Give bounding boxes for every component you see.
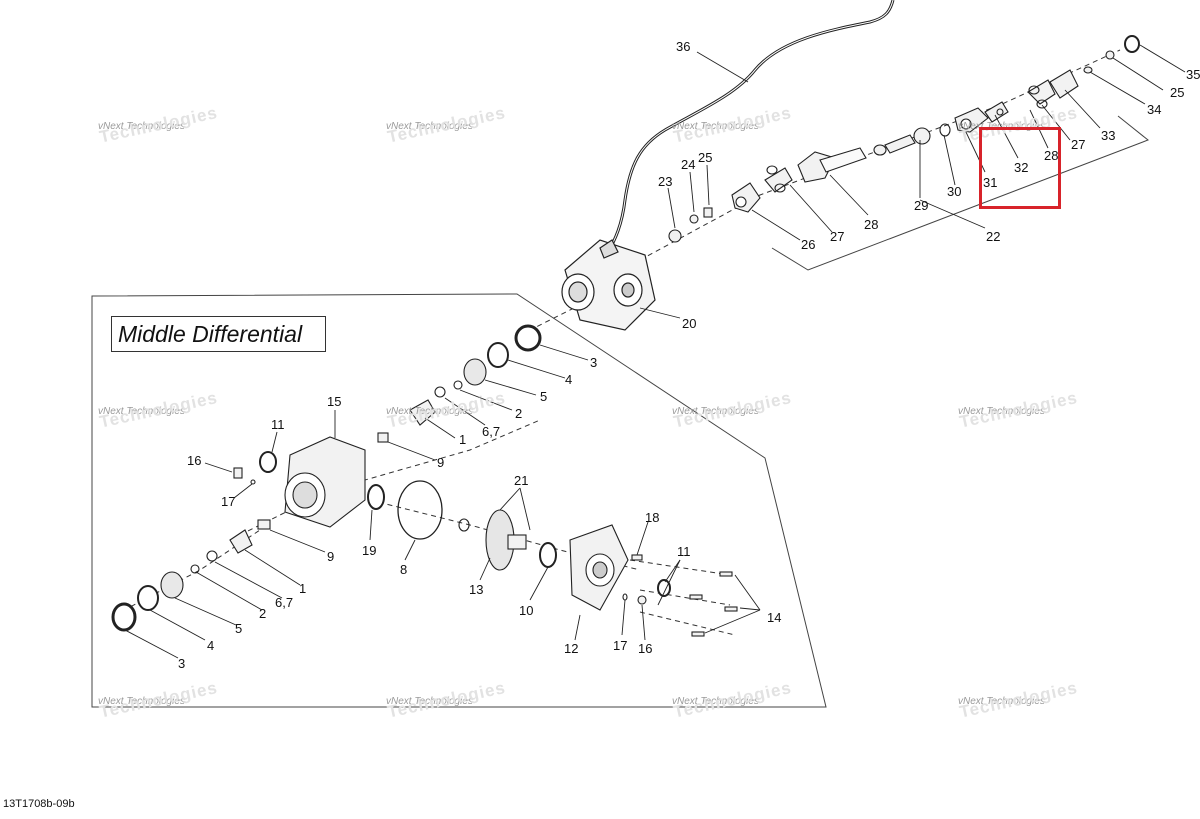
callout-8: 8 bbox=[400, 562, 407, 577]
callout-26: 26 bbox=[801, 237, 815, 252]
middle-differential-parts bbox=[111, 324, 738, 637]
callout-9: 9 bbox=[437, 455, 444, 470]
callout-17: 17 bbox=[221, 494, 235, 509]
callout-12: 12 bbox=[564, 641, 578, 656]
callout-29: 29 bbox=[914, 198, 928, 213]
callout-22: 22 bbox=[986, 229, 1000, 244]
figure-code: 13T1708b-09b bbox=[3, 798, 75, 810]
callout-27: 27 bbox=[1071, 137, 1085, 152]
highlight-box bbox=[979, 127, 1061, 209]
callout-4: 4 bbox=[565, 372, 572, 387]
callout-16: 16 bbox=[638, 641, 652, 656]
callout-5: 5 bbox=[235, 621, 242, 636]
callout-1: 1 bbox=[459, 432, 466, 447]
diagram-title: Middle Differential bbox=[111, 316, 326, 352]
callout-19: 19 bbox=[362, 543, 376, 558]
cable-36 bbox=[606, 0, 895, 253]
callout-28: 28 bbox=[1044, 148, 1058, 163]
callout-2: 2 bbox=[259, 606, 266, 621]
callout-11: 11 bbox=[677, 544, 691, 559]
callout-27: 27 bbox=[830, 229, 844, 244]
callout-5: 5 bbox=[540, 389, 547, 404]
callout-4: 4 bbox=[207, 638, 214, 653]
driveshaft-parts bbox=[668, 35, 1140, 243]
callout-36: 36 bbox=[676, 39, 690, 54]
callout-15: 15 bbox=[327, 394, 341, 409]
callout-1: 1 bbox=[299, 581, 306, 596]
callout-28: 28 bbox=[864, 217, 878, 232]
callout-13: 13 bbox=[469, 582, 483, 597]
callout-14: 14 bbox=[767, 610, 781, 625]
callout-10: 10 bbox=[519, 603, 533, 618]
callout-25: 25 bbox=[698, 150, 712, 165]
callout-30: 30 bbox=[947, 184, 961, 199]
driveshaft-group-bracket bbox=[771, 115, 1149, 271]
callout-23: 23 bbox=[658, 174, 672, 189]
callout-32: 32 bbox=[1014, 160, 1028, 175]
middle-differential-frame bbox=[91, 293, 827, 708]
differential-housing-20 bbox=[561, 239, 656, 331]
callout-3: 3 bbox=[178, 656, 185, 671]
callout-6-7: 6,7 bbox=[275, 595, 293, 610]
callout-2: 2 bbox=[515, 406, 522, 421]
callout-17: 17 bbox=[613, 638, 627, 653]
callout-11: 11 bbox=[271, 417, 285, 432]
callout-3: 3 bbox=[590, 355, 597, 370]
callout-34: 34 bbox=[1147, 102, 1161, 117]
callout-6-7: 6,7 bbox=[482, 424, 500, 439]
callout-numbers: 36 35 25 34 33 27 28 32 31 30 29 28 27 2… bbox=[178, 39, 1200, 671]
callout-21: 21 bbox=[514, 473, 528, 488]
callout-18: 18 bbox=[645, 510, 659, 525]
callout-35: 35 bbox=[1186, 67, 1200, 82]
callout-20: 20 bbox=[682, 316, 696, 331]
callout-9: 9 bbox=[327, 549, 334, 564]
callout-25: 25 bbox=[1170, 85, 1184, 100]
callout-31: 31 bbox=[983, 175, 997, 190]
callout-24: 24 bbox=[681, 157, 695, 172]
callout-33: 33 bbox=[1101, 128, 1115, 143]
callout-16: 16 bbox=[187, 453, 201, 468]
